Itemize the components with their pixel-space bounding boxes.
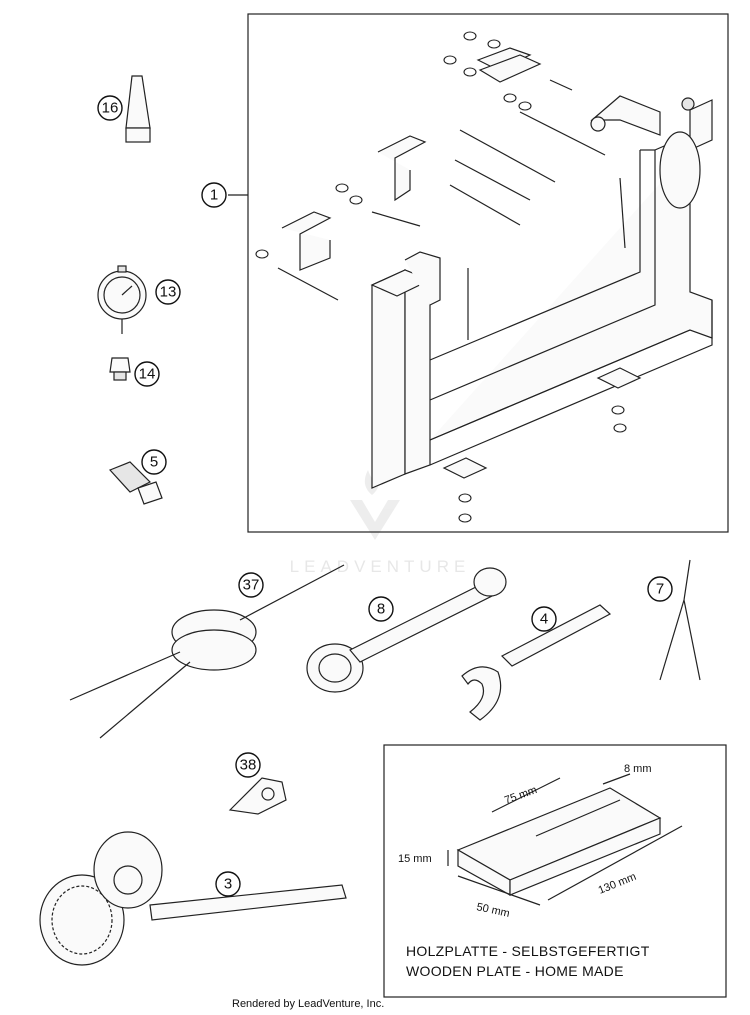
svg-text:7: 7 [656, 581, 664, 598]
part-14-adapter [109, 357, 131, 381]
callout-38: 38 [235, 752, 261, 778]
dim-15mm: 15 mm [398, 853, 432, 865]
svg-text:5: 5 [150, 454, 158, 471]
part-4-hook-wrench [461, 604, 612, 721]
wooden-plate-caption-de: HOLZPLATTE - SELBSTGEFERTIGT [406, 943, 650, 959]
part-8-spanner [306, 567, 507, 693]
watermark: LEADVENTURE [290, 470, 471, 576]
part-3-clutch-holder [39, 831, 347, 966]
callout-13: 13 [155, 279, 181, 305]
svg-text:3: 3 [224, 876, 232, 893]
part-37-holding-tool [69, 564, 345, 739]
part-38-lock-washer [228, 777, 287, 815]
engine-stand-frame-box [247, 13, 729, 533]
svg-text:14: 14 [139, 366, 156, 383]
callout-4: 4 [531, 606, 557, 632]
footer-credit: Rendered by LeadVenture, Inc. [232, 998, 384, 1010]
part-16-sealant-tube [125, 75, 151, 143]
svg-text:4: 4 [540, 611, 548, 628]
callout-8: 8 [368, 596, 394, 622]
callout-37: 37 [238, 572, 264, 598]
svg-text:LEADVENTURE: LEADVENTURE [290, 557, 471, 576]
svg-text:1: 1 [210, 187, 218, 204]
dim-130mm: 130 mm [597, 871, 638, 897]
svg-text:13: 13 [160, 284, 177, 301]
svg-text:37: 37 [243, 577, 260, 594]
svg-text:16: 16 [102, 100, 119, 117]
wooden-plate-box [383, 744, 727, 998]
callout-3: 3 [215, 871, 241, 897]
dim-50mm: 50 mm [475, 901, 510, 920]
callout-7: 7 [647, 576, 673, 602]
part-5-puller [108, 461, 163, 505]
wooden-plate-drawing [447, 773, 683, 906]
engine-stand [255, 31, 713, 523]
part-13-dial-gauge [97, 265, 147, 334]
callout-14: 14 [134, 361, 160, 387]
wooden-plate-caption-en: WOODEN PLATE - HOME MADE [406, 963, 624, 979]
callout-5: 5 [141, 449, 167, 475]
dim-8mm: 8 mm [624, 763, 652, 775]
callout-16: 16 [97, 95, 123, 121]
part-7-pliers [659, 559, 701, 681]
svg-text:38: 38 [240, 757, 257, 774]
svg-text:8: 8 [377, 601, 385, 618]
callout-1: 1 [201, 182, 227, 208]
dim-75mm: 75 mm [503, 784, 539, 807]
